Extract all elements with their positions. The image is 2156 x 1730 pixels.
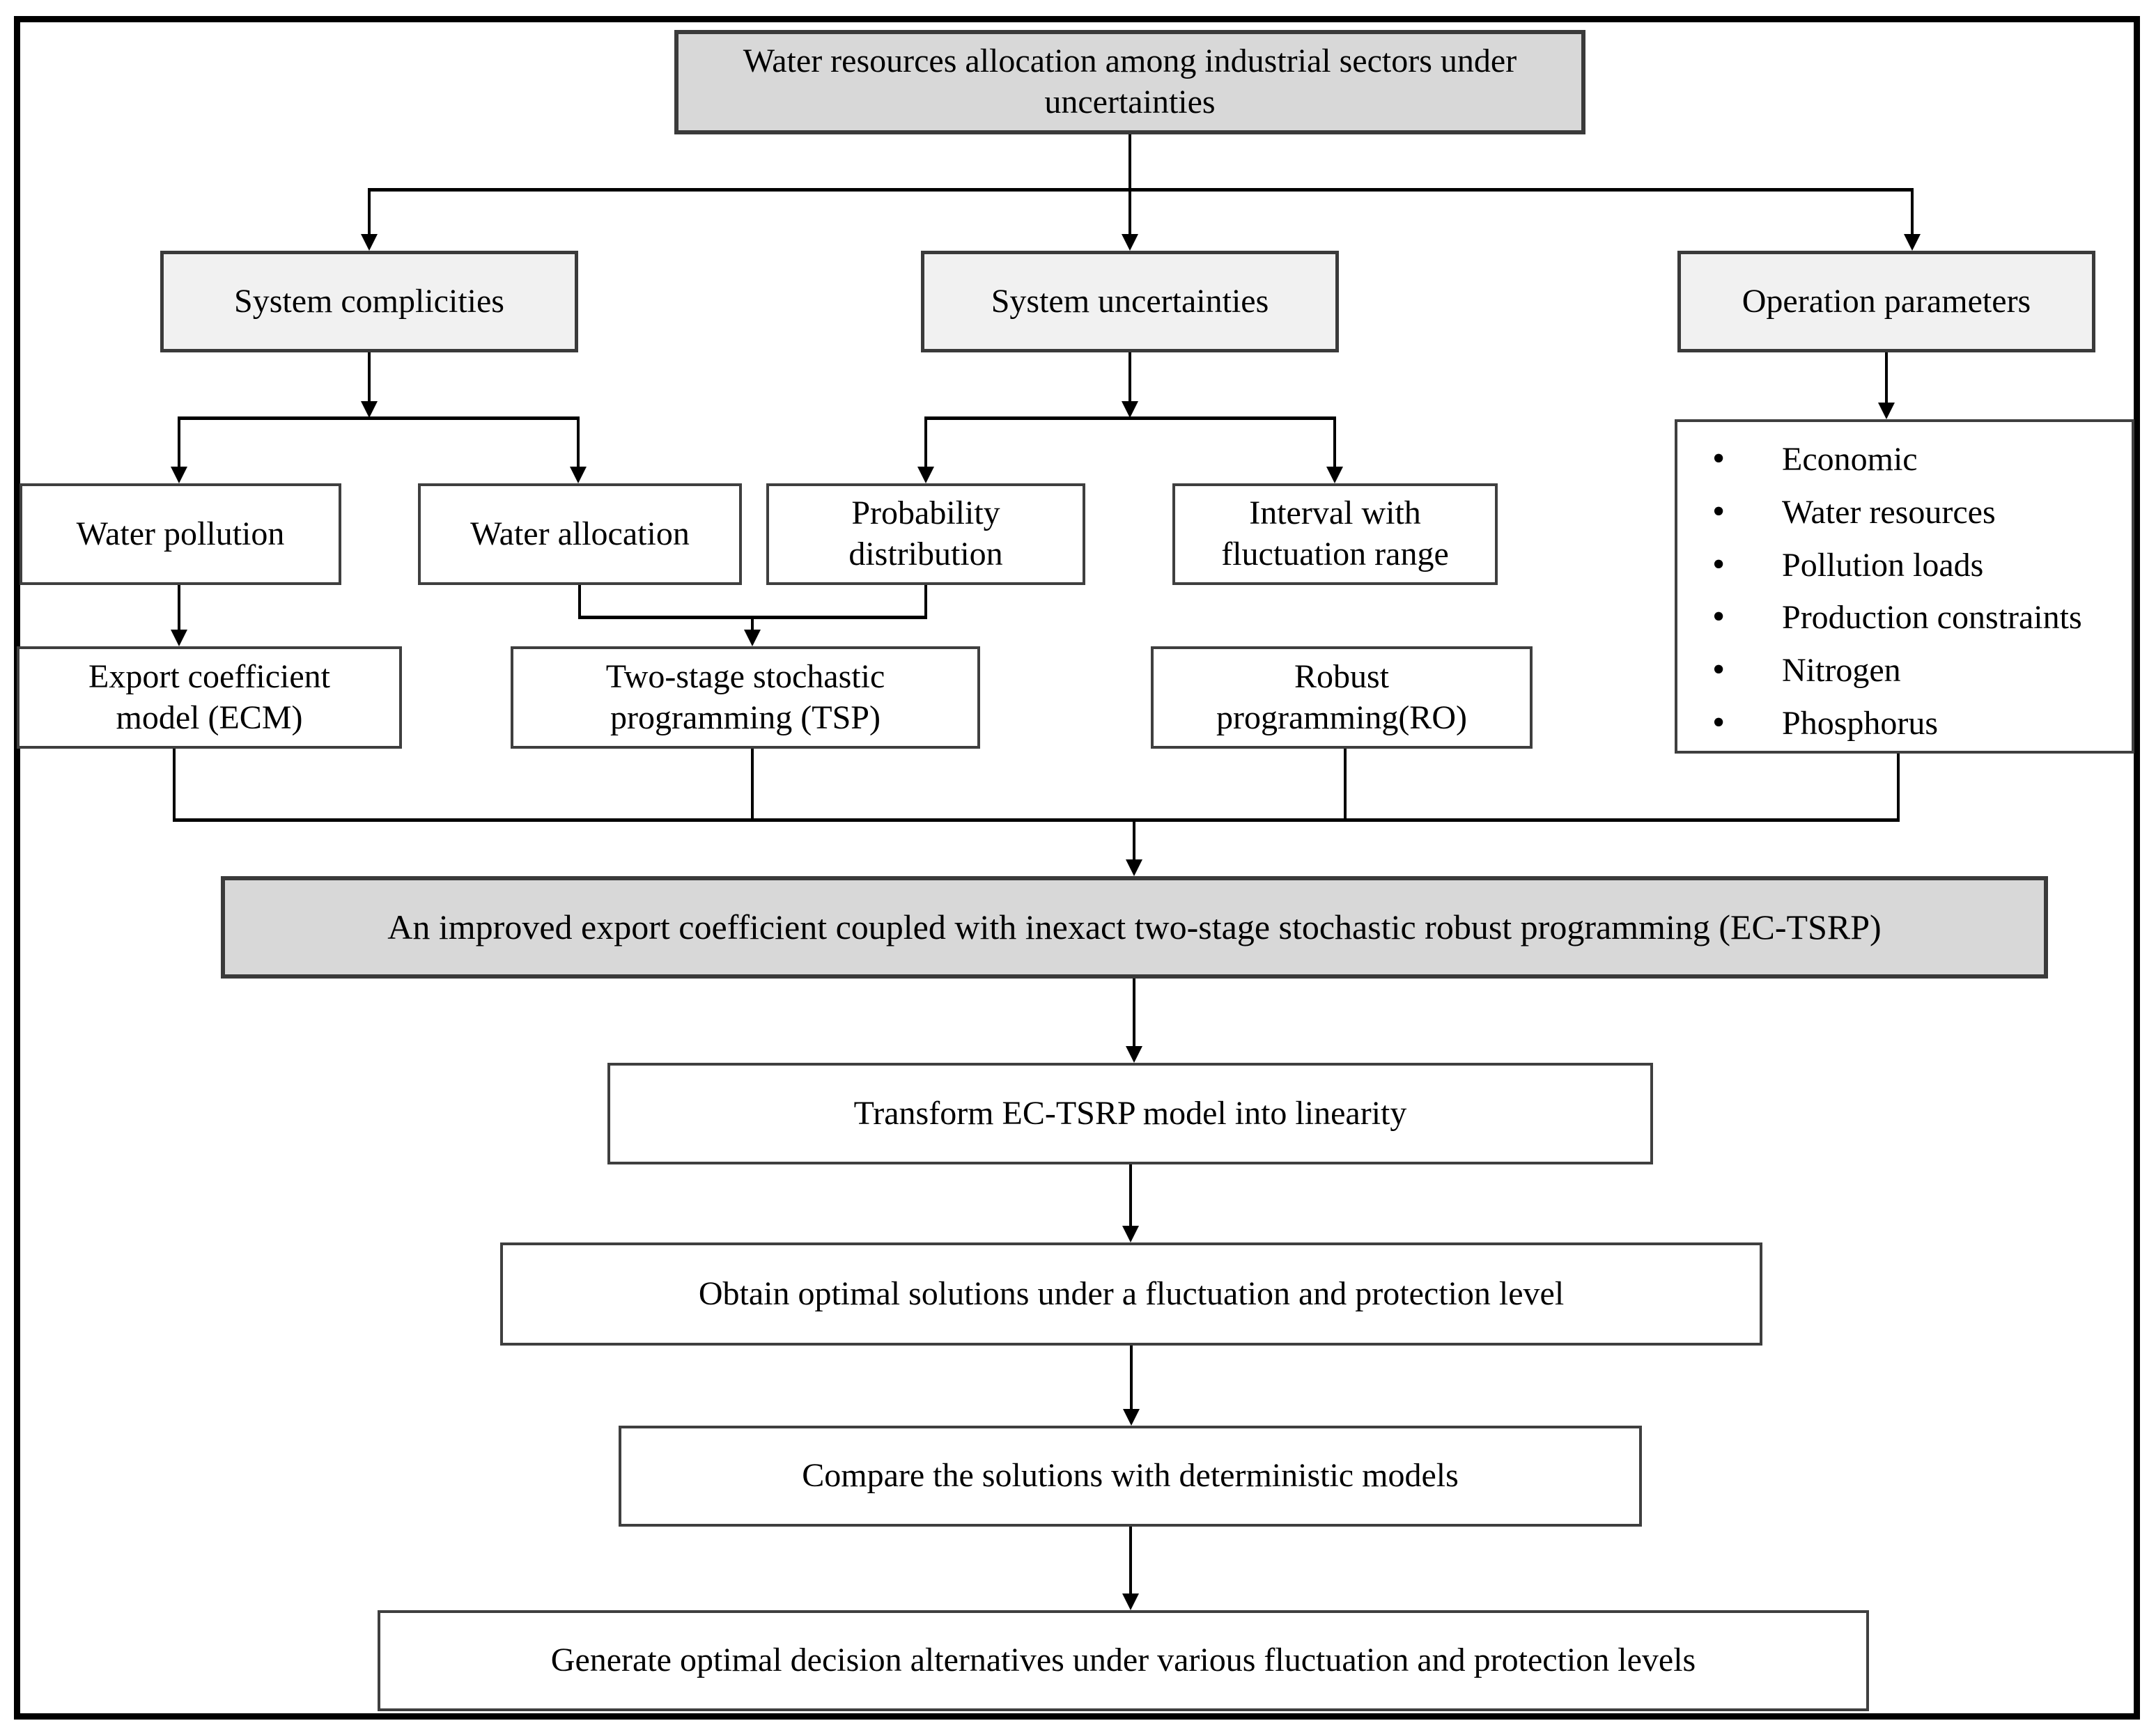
node-water-allocation: Water allocation xyxy=(418,483,742,585)
connector-obtain-compare xyxy=(1130,1346,1133,1410)
node-export-coefficient-model: Export coefficient model (ECM) xyxy=(17,646,402,749)
node-interval-fluctuation-range: Interval with fluctuation range xyxy=(1172,483,1498,585)
connector-drop-probability xyxy=(924,416,927,468)
connector-ectsrp-stem xyxy=(1133,818,1135,861)
arrowhead xyxy=(361,401,378,418)
connector-drop-operation xyxy=(1911,188,1914,235)
arrowhead xyxy=(171,630,187,646)
connector-operation-stem xyxy=(1885,352,1888,404)
arrowhead xyxy=(917,467,934,483)
node-probability-distribution: Probability distribution xyxy=(766,483,1085,585)
arrowhead xyxy=(1122,401,1138,418)
connector-drop-allocation xyxy=(577,416,580,468)
parameters-list: Economic Water resources Pollution loads… xyxy=(1677,439,2132,742)
node-ec-tsrp: An improved export coefficient coupled w… xyxy=(221,876,2048,979)
connector-tsp-down xyxy=(751,749,754,822)
arrowhead xyxy=(1126,1046,1142,1063)
connector-drop-uncertainties xyxy=(1129,188,1131,235)
list-item: Economic xyxy=(1712,439,2132,478)
node-generate-alternatives: Generate optimal decision alternatives u… xyxy=(378,1610,1869,1711)
connector-transform-obtain xyxy=(1129,1164,1132,1227)
arrowhead xyxy=(1123,1409,1140,1426)
node-transform-linearity: Transform EC-TSRP model into linearity xyxy=(607,1063,1653,1164)
arrowhead xyxy=(1122,1593,1139,1610)
connector-ectsrp-transform xyxy=(1133,979,1135,1047)
node-robust-programming: Robust programming(RO) xyxy=(1151,646,1533,749)
connector-uncertainties-bar xyxy=(926,416,1336,420)
list-item: Production constraints xyxy=(1712,597,2132,637)
node-parameters-list: Economic Water resources Pollution loads… xyxy=(1675,419,2134,754)
connector-uncertainties-stem xyxy=(1129,352,1131,403)
connector-complicities-stem xyxy=(368,352,371,403)
connector-top-bar xyxy=(369,188,1914,192)
arrowhead xyxy=(1326,467,1343,483)
connector-ro-down xyxy=(1344,749,1347,822)
connector-allocation-down xyxy=(578,585,581,618)
connector-ecm-down xyxy=(173,749,176,822)
connector-tsp-stem xyxy=(751,616,754,631)
node-water-pollution: Water pollution xyxy=(20,483,341,585)
connector-probability-down xyxy=(924,585,927,618)
node-system-uncertainties: System uncertainties xyxy=(921,251,1339,352)
arrowhead xyxy=(1878,403,1895,419)
node-operation-parameters: Operation parameters xyxy=(1677,251,2095,352)
list-item: Nitrogen xyxy=(1712,650,2132,689)
arrowhead xyxy=(1122,1226,1139,1242)
arrowhead xyxy=(1904,234,1921,251)
node-obtain-solutions: Obtain optimal solutions under a fluctua… xyxy=(500,1242,1762,1346)
node-root: Water resources allocation among industr… xyxy=(674,30,1585,134)
connector-drop-interval xyxy=(1333,416,1336,468)
arrowhead xyxy=(744,630,761,646)
connector-bottom-merge-bar xyxy=(173,818,1900,822)
connector-drop-pollution xyxy=(178,416,180,468)
connector-params-down xyxy=(1897,754,1900,822)
diagram-frame xyxy=(14,16,2140,1720)
node-system-complicities: System complicities xyxy=(160,251,578,352)
connector-compare-generate xyxy=(1129,1527,1132,1595)
connector-complicities-bar xyxy=(179,416,580,420)
node-two-stage-stochastic-programming: Two-stage stochastic programming (TSP) xyxy=(511,646,980,749)
arrowhead xyxy=(1122,234,1138,251)
list-item: Water resources xyxy=(1712,492,2132,531)
list-item: Pollution loads xyxy=(1712,545,2132,584)
connector-root-stem xyxy=(1129,134,1131,191)
arrowhead xyxy=(361,234,378,251)
arrowhead xyxy=(171,467,187,483)
connector-drop-complicities xyxy=(368,188,371,235)
arrowhead xyxy=(1126,859,1142,876)
connector-pollution-ecm xyxy=(178,585,180,631)
list-item: Phosphorus xyxy=(1712,703,2132,742)
node-compare-solutions: Compare the solutions with deterministic… xyxy=(619,1426,1642,1527)
arrowhead xyxy=(570,467,587,483)
